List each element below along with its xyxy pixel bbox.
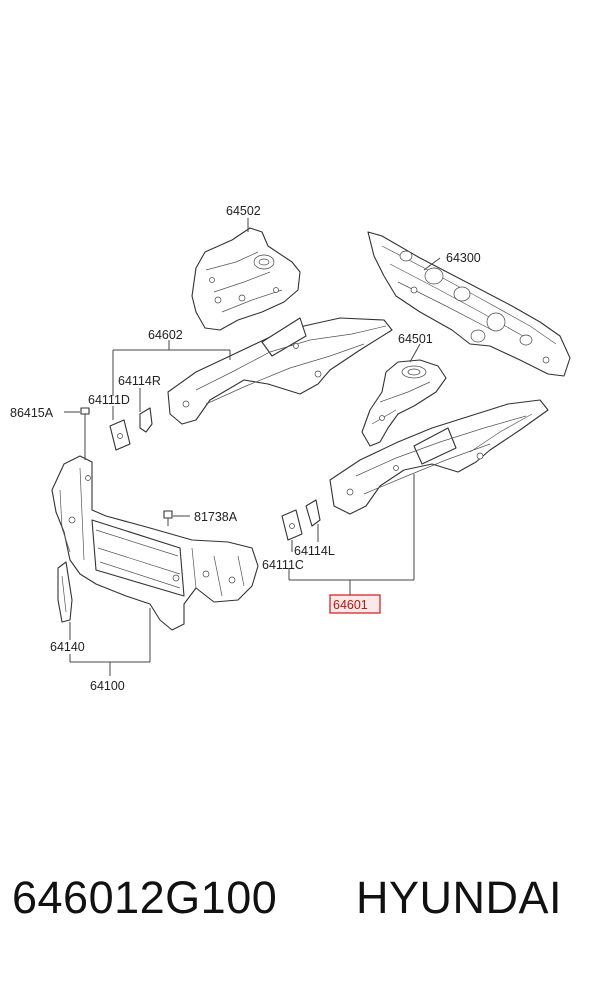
part-64111C-shape — [281, 509, 303, 541]
label-86415A: 86415A — [10, 406, 54, 420]
part-64502-shape — [191, 227, 301, 331]
part-64601-shape — [329, 399, 549, 515]
part-64114R-shape — [139, 407, 153, 433]
part-64100-shape — [51, 455, 259, 631]
part-64111D-shape — [109, 419, 131, 451]
label-64300: 64300 — [446, 251, 481, 265]
label-64100: 64100 — [90, 679, 125, 693]
brand-name: HYUNDAI — [356, 872, 563, 923]
highlight-box — [329, 594, 381, 614]
label-64114L: 64114L — [294, 544, 335, 558]
parts-diagram: 64502 64300 64602 64501 64114R 64111D 86… — [10, 204, 571, 693]
part-64602-shape — [167, 317, 393, 425]
label-64502: 64502 — [226, 204, 261, 218]
label-64501: 64501 — [398, 332, 433, 346]
label-64601: 64601 — [333, 598, 368, 612]
part-64114L-shape — [305, 499, 321, 527]
part-64140-shape — [57, 561, 73, 623]
bolt-81738A — [163, 510, 173, 526]
label-64140: 64140 — [50, 640, 85, 654]
label-64111C: 64111C — [262, 558, 304, 572]
footer: 646012G100 HYUNDAI — [0, 872, 600, 952]
label-64602: 64602 — [148, 328, 183, 342]
leader-lines — [64, 218, 441, 676]
part-64501-shape — [361, 359, 447, 447]
label-81738A: 81738A — [194, 510, 238, 524]
part-64300-shape — [367, 231, 571, 377]
part-number: 646012G100 — [12, 872, 278, 923]
label-64114R: 64114R — [118, 374, 161, 388]
label-64111D: 64111D — [88, 393, 130, 407]
bolt-86415A — [80, 407, 90, 422]
